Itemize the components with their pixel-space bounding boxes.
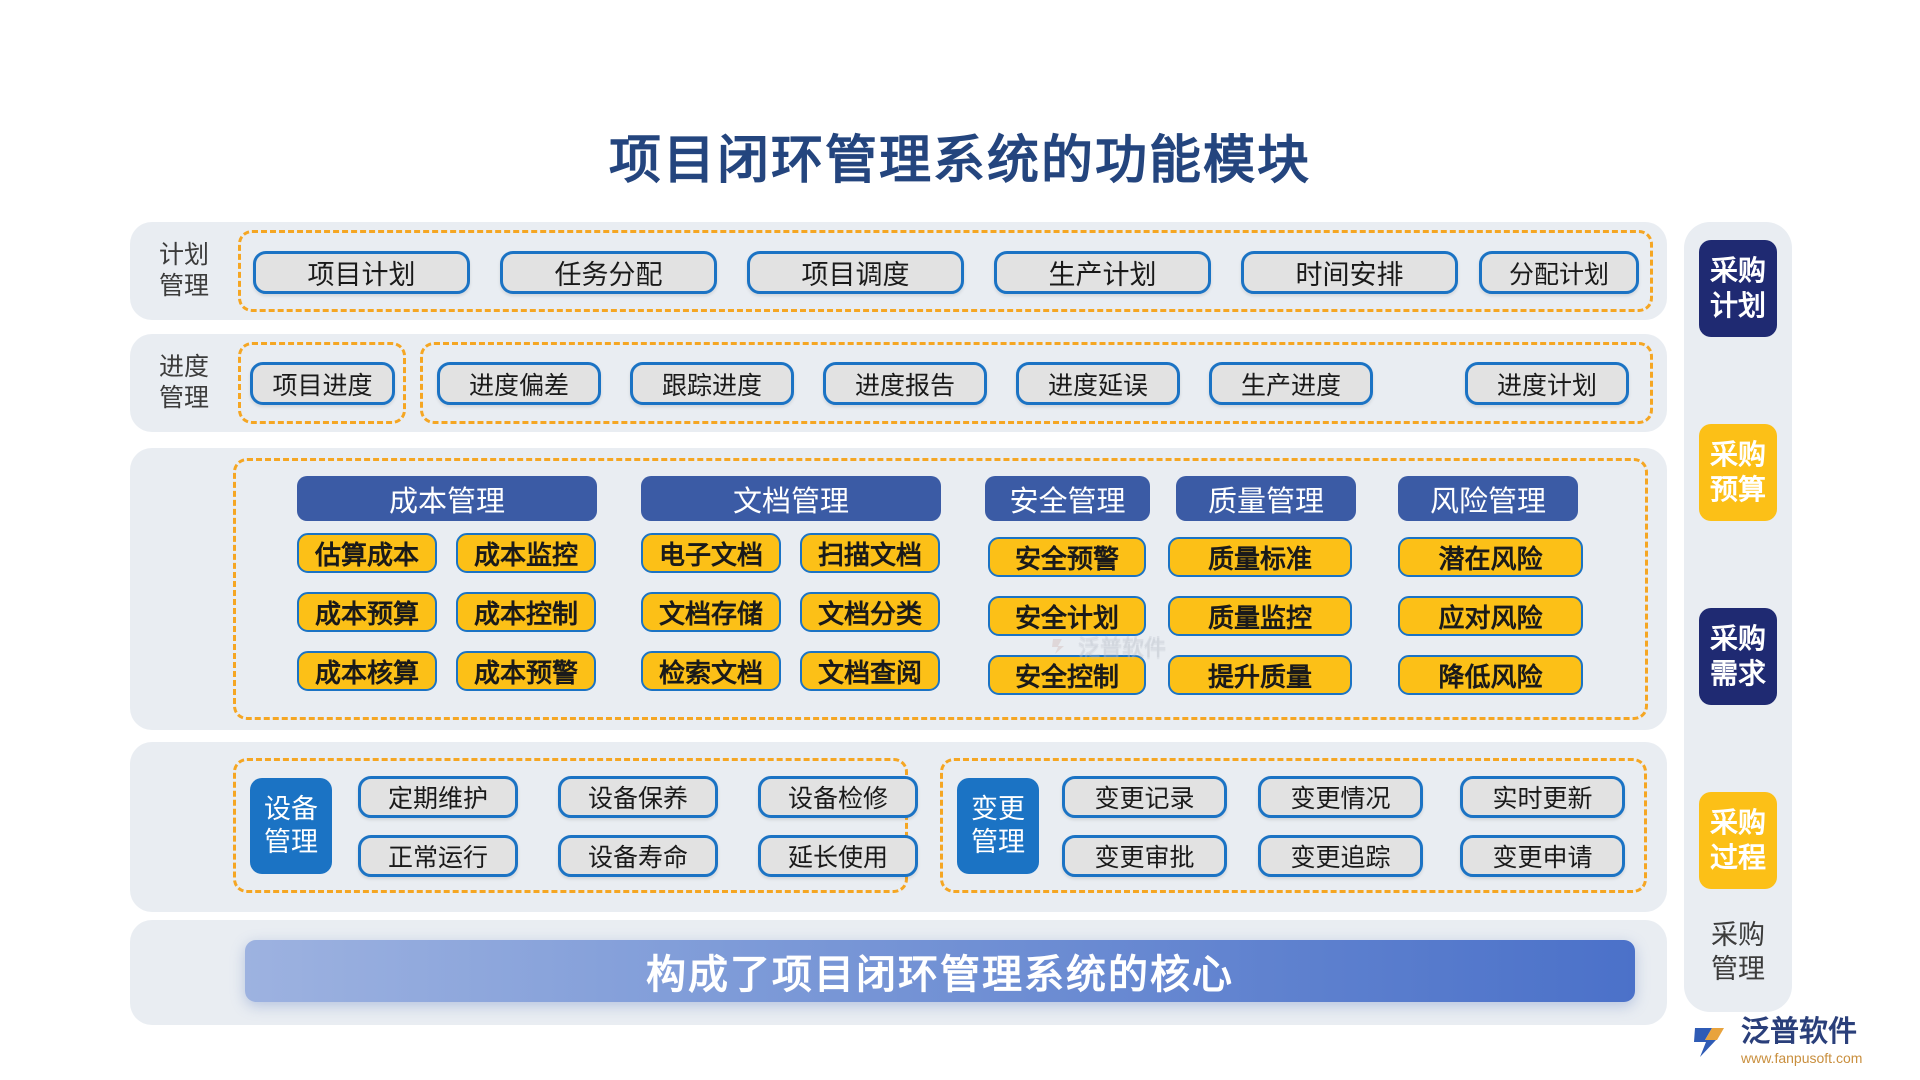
plan-item-5[interactable]: 分配计划 — [1479, 251, 1639, 294]
sidebar-footer-line2: 管理 — [1711, 954, 1765, 984]
sidebar-item-procurement-plan[interactable]: 采购 计划 — [1699, 240, 1777, 337]
change-item-2[interactable]: 实时更新 — [1460, 776, 1625, 818]
change-label-line1: 变更 — [971, 794, 1025, 824]
core-risk-item-0[interactable]: 潜在风险 — [1398, 537, 1583, 577]
sidebar-process-line2: 过程 — [1709, 842, 1766, 874]
core-header-document: 文档管理 — [641, 476, 941, 521]
core-cost-item-3[interactable]: 成本控制 — [456, 592, 596, 632]
change-label-line2: 管理 — [971, 827, 1025, 857]
sidebar-item-procurement-demand[interactable]: 采购 需求 — [1699, 608, 1777, 705]
company-name: 泛普软件 — [1741, 1016, 1858, 1048]
plan-row-label: 计划 管理 — [148, 240, 220, 302]
core-document-item-3[interactable]: 文档分类 — [800, 592, 940, 632]
equipment-item-2[interactable]: 设备检修 — [758, 776, 918, 818]
core-quality-item-1[interactable]: 质量监控 — [1168, 596, 1352, 636]
progress-lead-item[interactable]: 项目进度 — [250, 362, 395, 405]
core-document-item-2[interactable]: 文档存储 — [641, 592, 781, 632]
sidebar-process-line1: 采购 — [1709, 807, 1766, 839]
progress-row-label-line2: 管理 — [158, 385, 209, 412]
progress-item-2[interactable]: 进度报告 — [823, 362, 987, 405]
equipment-group-label: 设备 管理 — [250, 778, 332, 874]
equipment-label-line1: 设备 — [264, 794, 318, 824]
plan-item-4[interactable]: 时间安排 — [1241, 251, 1458, 294]
core-header-quality: 质量管理 — [1176, 476, 1356, 521]
change-item-1[interactable]: 变更情况 — [1258, 776, 1423, 818]
equipment-item-5[interactable]: 延长使用 — [758, 835, 918, 877]
core-header-risk: 风险管理 — [1398, 476, 1578, 521]
core-risk-item-2[interactable]: 降低风险 — [1398, 655, 1583, 695]
sidebar-footer-line1: 采购 — [1711, 920, 1765, 950]
sidebar-budget-line1: 采购 — [1709, 439, 1766, 471]
plan-item-1[interactable]: 任务分配 — [500, 251, 717, 294]
equipment-item-4[interactable]: 设备寿命 — [558, 835, 718, 877]
company-logo-icon — [1690, 1021, 1732, 1063]
progress-item-0[interactable]: 进度偏差 — [437, 362, 601, 405]
core-safety-item-2[interactable]: 安全控制 — [988, 655, 1146, 695]
equipment-label-line2: 管理 — [264, 827, 318, 857]
plan-row-label-line1: 计划 — [158, 242, 209, 269]
core-header-cost: 成本管理 — [297, 476, 597, 521]
core-document-item-0[interactable]: 电子文档 — [641, 533, 781, 573]
plan-item-2[interactable]: 项目调度 — [747, 251, 964, 294]
core-quality-item-2[interactable]: 提升质量 — [1168, 655, 1352, 695]
change-dashed-group — [940, 758, 1647, 893]
footer-logo: 泛普软件 www.fanpusoft.com — [1690, 1018, 1862, 1065]
core-cost-item-4[interactable]: 成本核算 — [297, 651, 437, 691]
page-title: 项目闭环管理系统的功能模块 — [608, 133, 1311, 190]
core-safety-item-0[interactable]: 安全预警 — [988, 537, 1146, 577]
sidebar-item-procurement-process[interactable]: 采购 过程 — [1699, 792, 1777, 889]
change-item-5[interactable]: 变更申请 — [1460, 835, 1625, 877]
core-section-dashed-group — [233, 458, 1648, 720]
core-cost-item-5[interactable]: 成本预警 — [456, 651, 596, 691]
sidebar-demand-line2: 需求 — [1709, 658, 1766, 690]
equipment-item-3[interactable]: 正常运行 — [358, 835, 518, 877]
equipment-item-0[interactable]: 定期维护 — [358, 776, 518, 818]
core-cost-item-1[interactable]: 成本监控 — [456, 533, 596, 573]
core-safety-item-1[interactable]: 安全计划 — [988, 596, 1146, 636]
sidebar-plan-line1: 采购 — [1709, 255, 1766, 287]
sidebar-plan-line2: 计划 — [1709, 290, 1766, 322]
progress-item-4[interactable]: 生产进度 — [1209, 362, 1373, 405]
core-header-safety: 安全管理 — [985, 476, 1150, 521]
change-item-3[interactable]: 变更审批 — [1062, 835, 1227, 877]
plan-row-dashed-group — [238, 230, 1653, 312]
summary-banner: 构成了项目闭环管理系统的核心 — [245, 940, 1635, 1002]
equipment-dashed-group — [233, 758, 908, 893]
progress-item-5[interactable]: 进度计划 — [1465, 362, 1629, 405]
progress-row-dashed-group — [420, 342, 1653, 424]
core-risk-item-1[interactable]: 应对风险 — [1398, 596, 1583, 636]
core-document-item-5[interactable]: 文档查阅 — [800, 651, 940, 691]
core-cost-item-2[interactable]: 成本预算 — [297, 592, 437, 632]
progress-item-3[interactable]: 进度延误 — [1016, 362, 1180, 405]
core-quality-item-0[interactable]: 质量标准 — [1168, 537, 1352, 577]
plan-item-3[interactable]: 生产计划 — [994, 251, 1211, 294]
change-item-4[interactable]: 变更追踪 — [1258, 835, 1423, 877]
core-cost-item-0[interactable]: 估算成本 — [297, 533, 437, 573]
sidebar-footer-label: 采购 管理 — [1699, 918, 1777, 986]
core-document-item-1[interactable]: 扫描文档 — [800, 533, 940, 573]
sidebar-demand-line1: 采购 — [1709, 623, 1766, 655]
change-item-0[interactable]: 变更记录 — [1062, 776, 1227, 818]
plan-item-0[interactable]: 项目计划 — [253, 251, 470, 294]
company-logo-text: 泛普软件 www.fanpusoft.com — [1741, 1016, 1863, 1066]
sidebar-budget-line2: 预算 — [1709, 474, 1766, 506]
progress-row-label-line1: 进度 — [158, 354, 209, 381]
change-group-label: 变更 管理 — [957, 778, 1039, 874]
progress-item-1[interactable]: 跟踪进度 — [630, 362, 794, 405]
plan-row-label-line2: 管理 — [158, 273, 209, 300]
core-document-item-4[interactable]: 检索文档 — [641, 651, 781, 691]
progress-row-label: 进度 管理 — [148, 352, 220, 414]
progress-lead-dashed-group — [238, 342, 406, 424]
sidebar-item-procurement-budget[interactable]: 采购 预算 — [1699, 424, 1777, 521]
company-url: www.fanpusoft.com — [1741, 1050, 1863, 1066]
equipment-item-1[interactable]: 设备保养 — [558, 776, 718, 818]
